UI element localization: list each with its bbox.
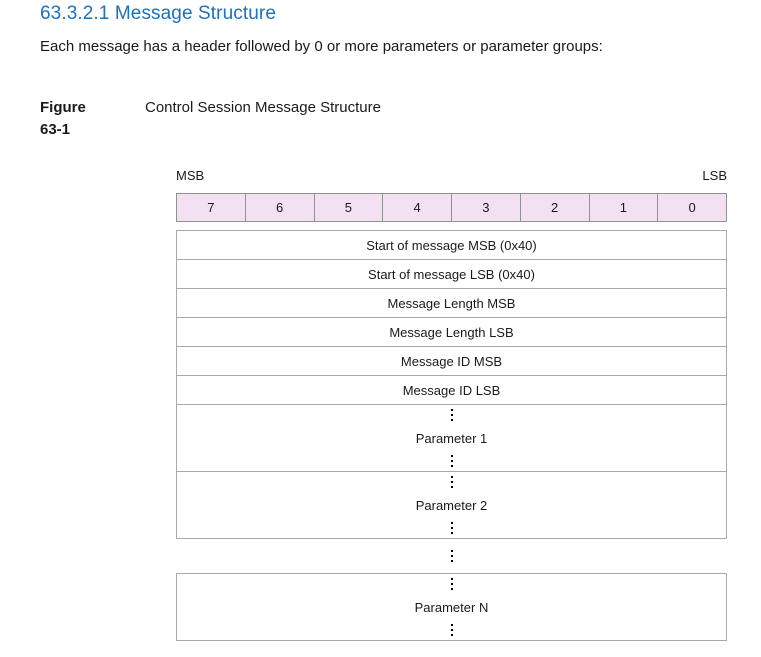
figure-label-word: Figure — [40, 99, 86, 116]
bit-number-row: 7 6 5 4 3 2 1 0 — [176, 193, 727, 222]
parameter-n-label: Parameter N — [414, 599, 489, 615]
bit-cell-5: 5 — [313, 193, 384, 222]
bit-cell-0: 0 — [657, 193, 727, 222]
field-row-start-msb: Start of message MSB (0x40) — [176, 230, 727, 260]
parameter-n-box: Parameter N — [176, 573, 727, 641]
ellipsis-gap — [176, 539, 727, 573]
vertical-ellipsis — [450, 578, 453, 590]
field-row-id-lsb: Message ID LSB — [176, 375, 727, 405]
figure-caption: Figure 63-1 Control Session Message Stru… — [40, 97, 381, 141]
vertical-ellipsis — [450, 476, 453, 488]
bit-cell-2: 2 — [519, 193, 590, 222]
vertical-ellipsis — [450, 409, 453, 421]
lsb-label: LSB — [702, 168, 727, 183]
bit-cell-4: 4 — [382, 193, 452, 222]
intro-paragraph: Each message has a header followed by 0 … — [40, 38, 603, 55]
vertical-ellipsis — [450, 522, 453, 534]
parameter-1-label: Parameter 1 — [415, 430, 488, 446]
bit-cell-1: 1 — [588, 193, 659, 222]
bit-cell-7: 7 — [176, 193, 246, 222]
figure-title: Control Session Message Structure — [145, 99, 381, 116]
figure-label-number: 63-1 — [40, 121, 71, 138]
field-row-length-msb: Message Length MSB — [176, 288, 727, 318]
message-structure-diagram: MSB LSB 7 6 5 4 3 2 1 0 Start of message… — [176, 166, 727, 641]
field-row-length-lsb: Message Length LSB — [176, 317, 727, 347]
msb-label: MSB — [176, 168, 205, 183]
bit-order-labels: MSB LSB — [176, 166, 727, 185]
vertical-ellipsis — [450, 624, 453, 636]
figure-label: Figure 63-1 — [40, 97, 145, 141]
vertical-ellipsis — [450, 455, 453, 467]
header-field-rows: Start of message MSB (0x40) Start of mes… — [176, 230, 727, 405]
bit-cell-6: 6 — [244, 193, 315, 222]
bit-cell-3: 3 — [451, 193, 521, 222]
field-row-id-msb: Message ID MSB — [176, 346, 727, 376]
parameter-1-box: Parameter 1 — [176, 404, 727, 472]
section-heading: 63.3.2.1 Message Structure — [40, 3, 277, 24]
vertical-ellipsis — [450, 550, 453, 562]
parameter-2-box: Parameter 2 — [176, 471, 727, 539]
parameter-2-label: Parameter 2 — [415, 497, 488, 513]
field-row-start-lsb: Start of message LSB (0x40) — [176, 259, 727, 289]
